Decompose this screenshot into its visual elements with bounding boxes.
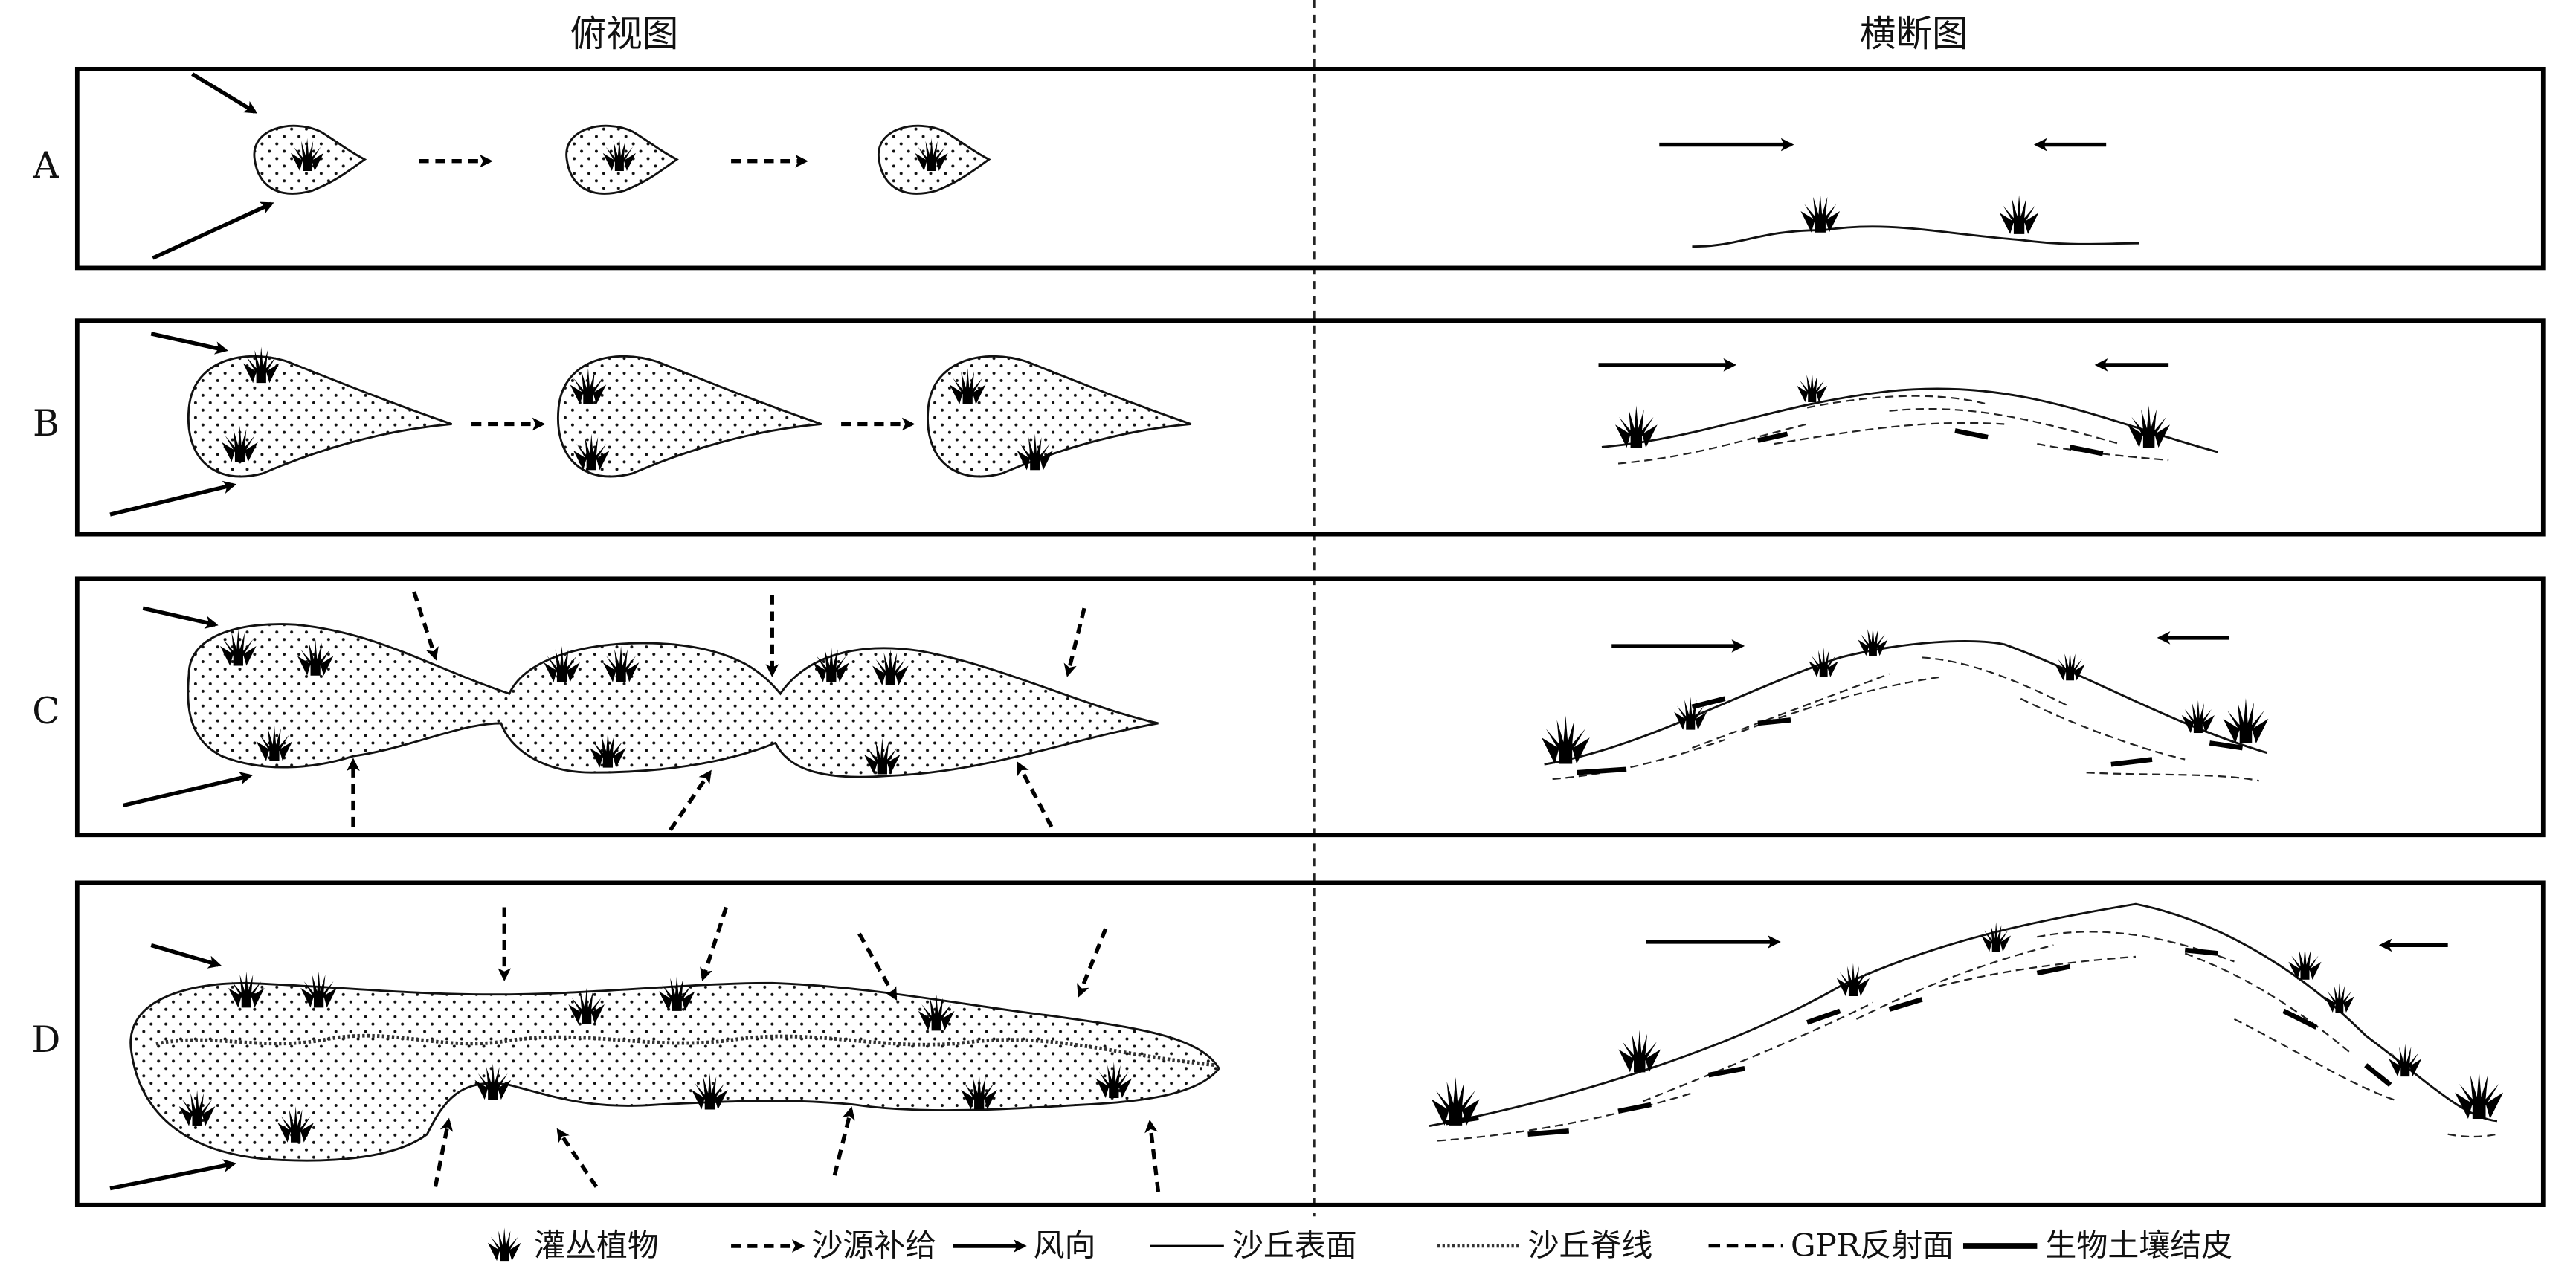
shrubs: [1431, 922, 2504, 1126]
panel-b: B: [33, 318, 2546, 537]
sand-supply-arrow: [433, 1117, 454, 1187]
dune: [187, 623, 1159, 778]
sand-supply-arrow: [1063, 607, 1086, 677]
panel-c: C: [32, 576, 2546, 838]
shrub-icon: [487, 1227, 521, 1262]
dune-surface: [1601, 387, 2218, 453]
wind-arrow: [142, 606, 219, 629]
wind-arrow: [109, 1159, 237, 1191]
sand-supply-arrow: [412, 591, 439, 661]
wind-arrow: [152, 201, 274, 260]
legend-shrub: 灌丛植物: [534, 1227, 659, 1263]
wind-arrow: [150, 943, 222, 969]
legend-sand-supply: 沙源补给: [811, 1227, 936, 1263]
panel-a: A: [32, 66, 2546, 271]
sand-supply-arrow: [1144, 1119, 1161, 1192]
panel-label: B: [33, 403, 59, 445]
wind-arrow: [150, 332, 228, 355]
sand-supply-arrow: [1017, 761, 1054, 828]
panel-d: D: [31, 880, 2546, 1207]
dune: [187, 346, 452, 478]
wind-arrow: [191, 72, 258, 114]
dune: [927, 355, 1192, 478]
wind-arrow: [123, 772, 254, 808]
legend-dune-ridge: 沙丘脊线: [1528, 1227, 1653, 1263]
cross-section-header: 横断图: [1860, 13, 1968, 55]
dune-surface: [1429, 902, 2498, 1128]
dune-surface: [1692, 225, 2139, 248]
legend: 灌丛植物 沙源补给 风向 沙丘表面 沙丘脊线 GPR反射面 生物土壤结皮: [487, 1227, 2232, 1263]
dune-ridge: [155, 1033, 1217, 1068]
panel-label: C: [32, 691, 59, 732]
legend-gpr-reflection: GPR反射面: [1791, 1227, 1954, 1263]
dune: [878, 124, 991, 195]
sand-supply-arrow: [1077, 928, 1108, 998]
panel-label: A: [32, 145, 59, 187]
sand-supply-arrow: [700, 906, 728, 981]
wind-arrow: [109, 480, 237, 517]
sand-supply-arrow: [669, 769, 712, 832]
legend-dune-surface: 沙丘表面: [1232, 1227, 1357, 1263]
dune-surface: [1544, 640, 2268, 766]
legend-wind-direction: 风向: [1034, 1227, 1096, 1263]
panel-label: D: [31, 1019, 60, 1061]
dune: [556, 355, 822, 478]
sand-supply-arrow: [832, 1106, 855, 1176]
shrub-icon: [1800, 193, 1841, 233]
dune: [565, 124, 679, 195]
dune: [129, 981, 1220, 1162]
plan-view-header: 俯视图: [570, 13, 679, 55]
shrub-icon: [1797, 372, 1827, 402]
legend-biocrust: 生物土壤结皮: [2045, 1227, 2232, 1263]
sand-supply-arrow: [857, 932, 898, 1001]
shrub-icon: [1999, 195, 2039, 234]
sand-supply-arrow: [556, 1128, 599, 1188]
dune: [253, 124, 367, 195]
